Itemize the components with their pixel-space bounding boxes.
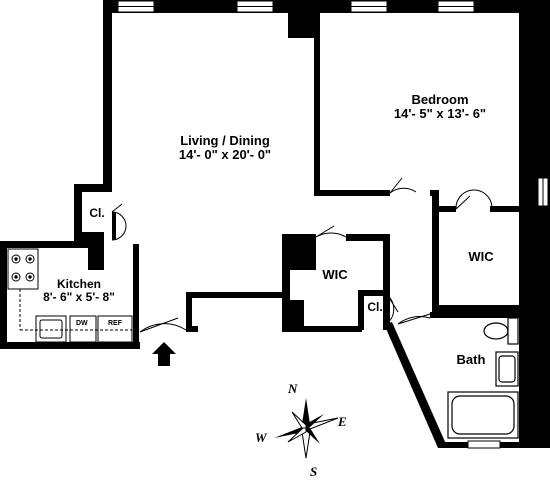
wall-wic-right-left (432, 190, 439, 310)
room-kitchen: Kitchen 8'- 6" x 5'- 8" (34, 277, 124, 305)
vanity-basin (498, 355, 516, 383)
wall-wic-center-bottom-corner (282, 300, 304, 332)
entry-arrow-icon (152, 342, 176, 366)
wall-wic-right-bottom (432, 305, 524, 312)
wall-closet-left (74, 184, 82, 244)
room-name: Bedroom (411, 92, 469, 107)
dishwasher-label: DW (76, 320, 88, 327)
sink (35, 315, 67, 343)
wall-living-bottom (186, 292, 290, 298)
wall-bath-top (430, 312, 524, 318)
door-bedroom (389, 177, 417, 194)
refrigerator-box (97, 315, 133, 343)
bathtub (447, 391, 519, 439)
wall-bedroom-left (314, 38, 320, 196)
door-wic-right (455, 189, 493, 210)
wall-living-left (103, 0, 112, 190)
vanity (495, 351, 519, 387)
wall-column-kitchen (88, 232, 104, 270)
wall-column-top (288, 0, 320, 38)
room-closet-left: Cl. (89, 206, 105, 220)
door-wic-center (315, 225, 347, 238)
door-bath (397, 313, 431, 325)
compass-north: N (288, 381, 298, 396)
wall-cl-center-top (358, 290, 388, 296)
bath-fixtures (447, 317, 519, 439)
wall-kitchen-left (0, 241, 7, 349)
toilet-bowl (483, 322, 509, 340)
wall-wic-center-bottom (282, 326, 362, 332)
wall-bath-diagonal (384, 322, 446, 448)
compass-east: E (338, 414, 347, 429)
door-closet-center (385, 295, 399, 325)
room-wic-right: WIC (468, 249, 494, 264)
wall-wic-center-top (346, 234, 390, 241)
wall-wic-center-right (383, 234, 390, 330)
kitchen-fixtures (7, 248, 133, 343)
room-dimensions: 14'- 5" x 13'- 6" (393, 106, 487, 122)
dishwasher-box (69, 315, 97, 343)
room-living-dining: Living / Dining 14'- 0" x 20'- 0" (160, 133, 290, 163)
walls (0, 0, 550, 448)
room-name: Living / Dining (180, 133, 270, 148)
burner-icon (11, 254, 35, 282)
door-closet-left (111, 203, 127, 241)
wall-step-foot (186, 326, 198, 332)
door-entry (139, 317, 187, 333)
refrigerator-label: REF (108, 320, 122, 327)
stove (7, 248, 39, 290)
wall-wic-center-left (282, 234, 290, 332)
wall-living-step (186, 292, 192, 332)
bathtub-inner (451, 395, 515, 435)
wall-bedroom-bottom-3 (490, 206, 524, 212)
compass-west: W (255, 430, 267, 445)
compass-rose-icon (274, 398, 339, 459)
wall-kitchen-bottom (0, 342, 140, 349)
room-dimensions: 14'- 0" x 20'- 0" (178, 147, 272, 163)
wall-kitchen-right (133, 244, 139, 349)
wall-bedroom-bottom-1 (314, 190, 390, 196)
room-dimensions: 8'- 6" x 5'- 8" (43, 290, 115, 305)
wall-kitchen-top (0, 241, 100, 248)
doors (111, 177, 493, 333)
window-bath (467, 440, 501, 449)
wall-cl-center-left (358, 290, 364, 330)
room-bedroom: Bedroom 14'- 5" x 13'- 6" (375, 92, 505, 122)
room-bath: Bath (456, 352, 486, 367)
wall-right (519, 0, 550, 448)
wall-closet-top (74, 184, 112, 192)
toilet-tank (507, 317, 519, 345)
compass-south: S (310, 464, 318, 479)
wall-closet-right (112, 212, 116, 240)
room-name: Kitchen (56, 277, 101, 291)
windows (117, 0, 549, 449)
sink-basin (39, 319, 63, 339)
room-closet-center: Cl. (367, 300, 383, 314)
wall-wic-right-top (432, 206, 456, 212)
room-wic-center: WIC (322, 267, 348, 282)
